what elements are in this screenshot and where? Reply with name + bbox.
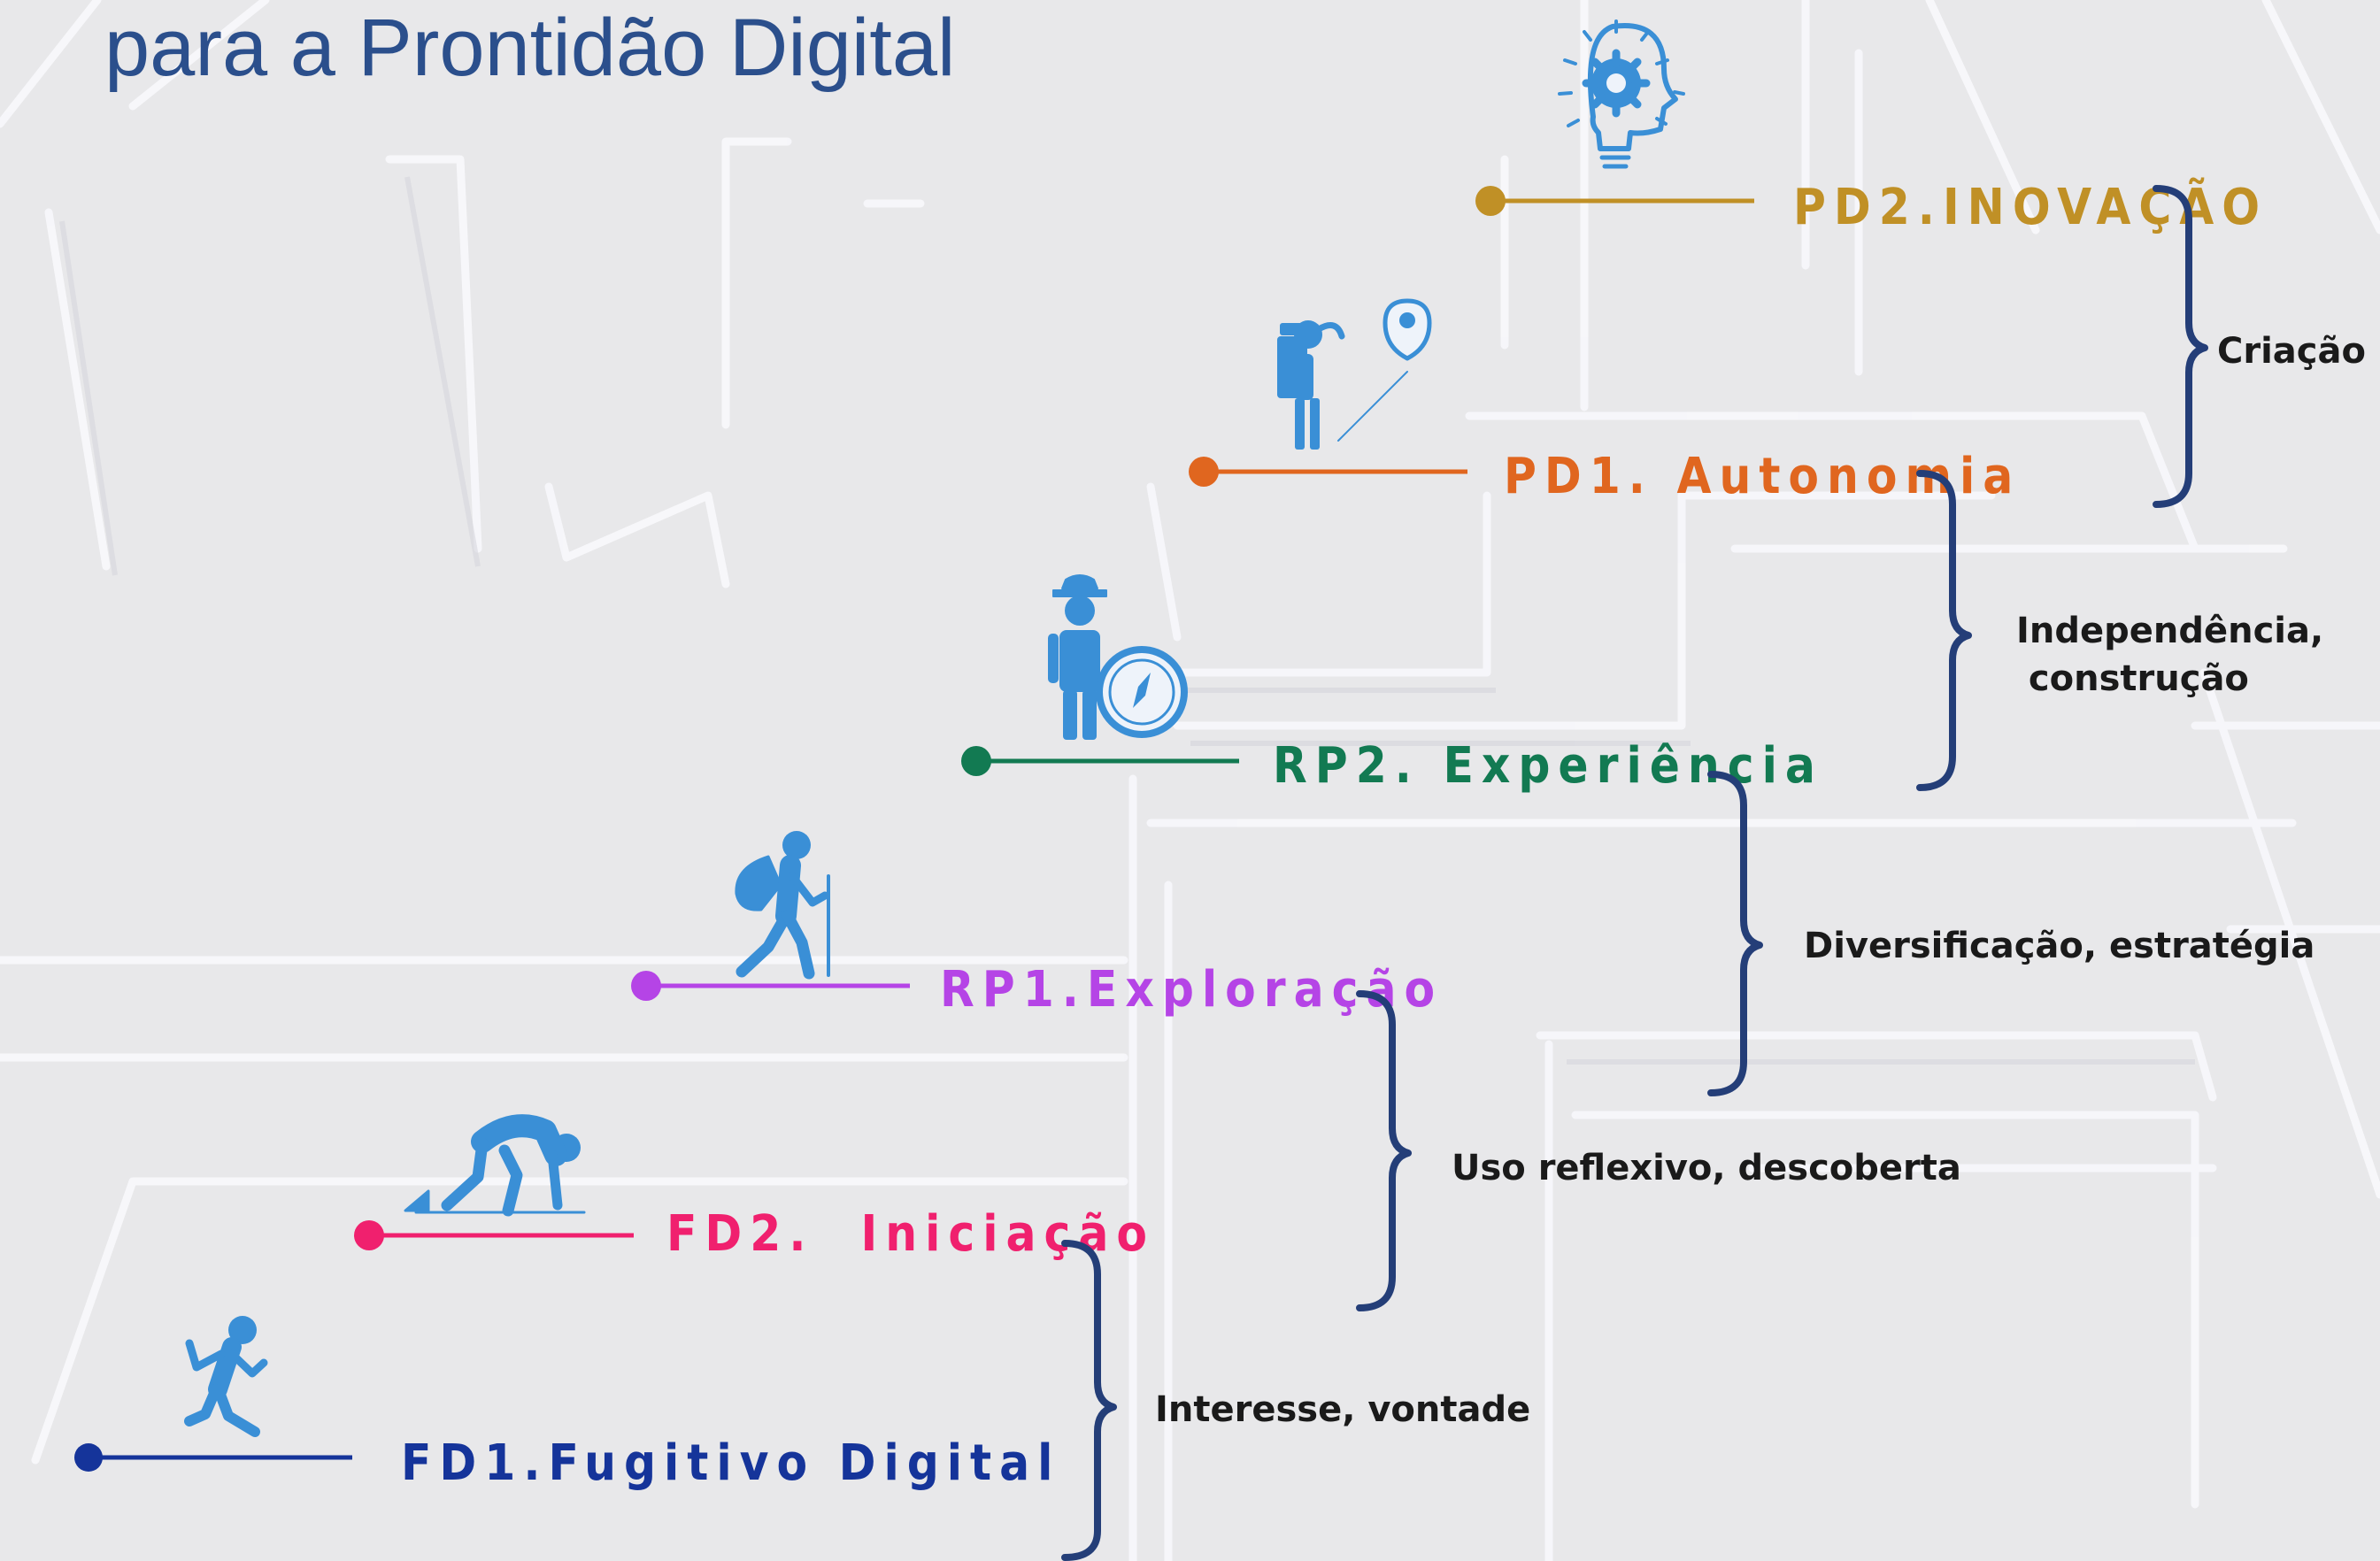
stage-rp2-dot xyxy=(961,746,991,776)
brace-b4-label-line2: construção xyxy=(2016,658,2249,699)
brace-b5-label: Criação xyxy=(2217,331,2366,372)
brace-b2-label: Uso reflexivo, descoberta xyxy=(1452,1148,1961,1188)
stage-fd1: FD1.Fugitivo Digital xyxy=(74,1434,1060,1492)
explorer-compass-icon xyxy=(1048,574,1188,740)
stage-rp1-dot xyxy=(631,971,661,1001)
stage-pd2-dot xyxy=(1475,186,1506,216)
running-person-icon xyxy=(184,1316,268,1437)
page-title: para a Prontidão Digital xyxy=(104,3,956,93)
stage-rp1: RP1.Exploração xyxy=(631,961,1443,1019)
brace-b1-label: Interesse, vontade xyxy=(1155,1389,1530,1430)
stage-pd1-dot xyxy=(1189,457,1219,487)
stage-pd2: PD2.INOVAÇÃO xyxy=(1475,178,2268,236)
brace-b2 xyxy=(1356,990,1412,1311)
brace-b1 xyxy=(1061,1240,1117,1561)
hiker-icon xyxy=(735,831,830,980)
stage-fd2-dot xyxy=(354,1220,384,1250)
stage-fd1-label: FD1.Fugitivo Digital xyxy=(401,1434,1060,1492)
brace-b4-label-line1: Independência, xyxy=(2016,611,2323,651)
traveler-location-icon xyxy=(1277,298,1432,450)
stage-pd2-label: PD2.INOVAÇÃO xyxy=(1793,178,2268,236)
stage-pd1: PD1. Autonomia xyxy=(1189,448,2013,505)
stage-rp1-label: RP1.Exploração xyxy=(940,961,1443,1019)
brace-b3 xyxy=(1707,771,1763,1096)
brace-b3-label: Diversificação, estratégia xyxy=(1804,926,2315,966)
stage-rp2-label: RP2. Experiência xyxy=(1273,737,1823,795)
stage-fd2: FD2. Iniciação xyxy=(354,1205,1155,1263)
idea-bulb-gear-icon xyxy=(1558,19,1685,169)
stage-fd2-label: FD2. Iniciação xyxy=(666,1205,1155,1263)
brace-b4 xyxy=(1916,470,1972,791)
stage-rp2: RP2. Experiência xyxy=(961,737,1823,795)
sprinter-start-icon xyxy=(404,1114,586,1217)
stage-fd1-dot xyxy=(74,1443,103,1472)
brace-b5 xyxy=(2153,185,2208,508)
